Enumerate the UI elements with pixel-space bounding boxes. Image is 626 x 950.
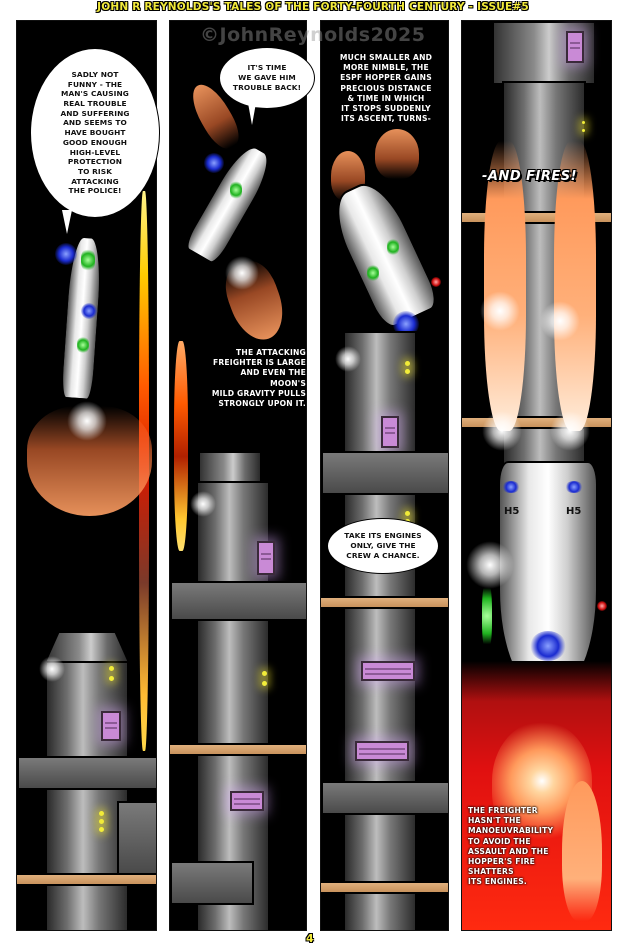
hopper-ship (181, 139, 279, 267)
panel-2: THE ATTACKING FREIGHTER IS LARGE AND EVE… (169, 20, 307, 931)
comic-title: JOHN R REYNOLDS'S TALES OF THE FORTY-FOU… (97, 1, 529, 13)
caption-box: THE FREIGHTER HASN'T THE MANOEUVRABILITY… (468, 806, 554, 887)
industrial-tower (45, 661, 129, 930)
sound-effect-and-fires: -AND FIRES! (482, 169, 578, 184)
ship-marking-h5-right: H5 (566, 506, 582, 517)
speech-balloon: TAKE ITS ENGINES ONLY, GIVE THE CREW A C… (327, 518, 439, 574)
caption-box: MUCH SMALLER AND MORE NIMBLE, THE ESPF H… (339, 53, 433, 124)
speech-balloon: IT'S TIME WE GAVE HIM TROUBLE BACK! (219, 47, 315, 109)
caption-box: THE ATTACKING FREIGHTER IS LARGE AND EVE… (211, 348, 306, 409)
copper-beam (17, 873, 156, 886)
lit-window (101, 711, 121, 741)
hopper-ship (323, 174, 443, 332)
watermark: ©JohnReynolds2025 (200, 24, 426, 46)
panel-4: H5 H5 -AND FIRES! THE FREIGHTER HASN'T T… (461, 20, 612, 931)
industrial-tower (343, 331, 417, 930)
page-number: 4 (306, 932, 314, 945)
panel-3: MUCH SMALLER AND MORE NIMBLE, THE ESPF H… (320, 20, 449, 931)
laser-flame-right (554, 141, 596, 431)
laser-flame-left (484, 141, 526, 431)
speech-balloon: SADLY NOT FUNNY - THE MAN'S CAUSING REAL… (30, 48, 160, 218)
ship-marking-h5-left: H5 (504, 506, 520, 517)
